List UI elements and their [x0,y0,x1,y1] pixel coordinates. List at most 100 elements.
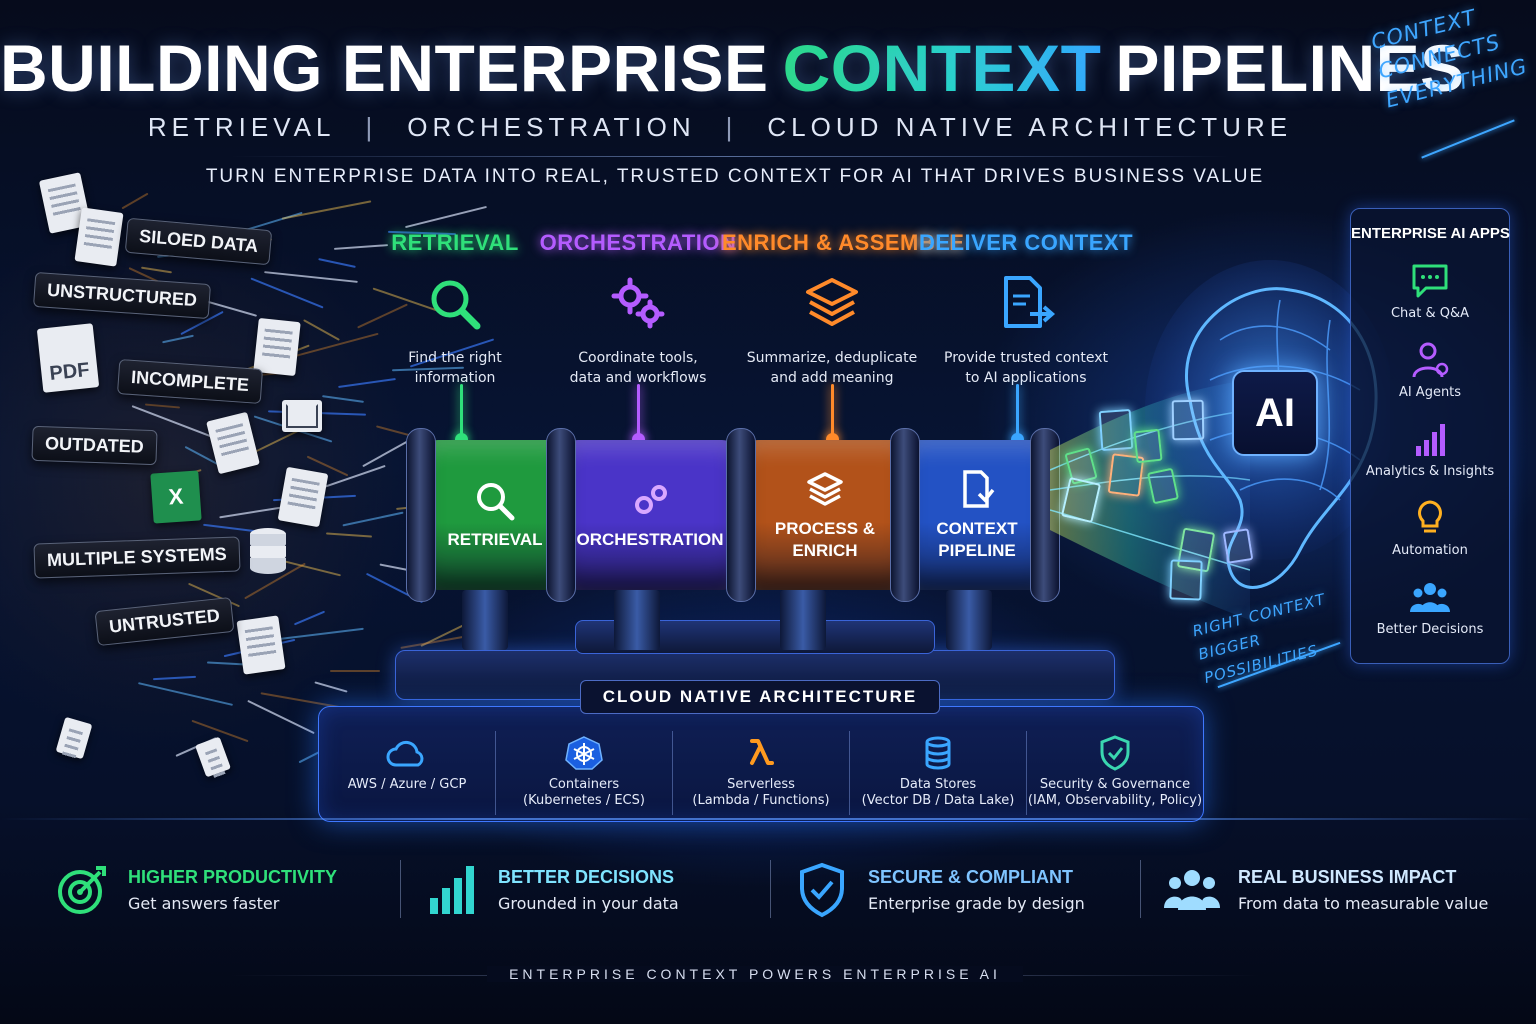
layers-icon [806,278,858,326]
app-better-decisions: Better Decisions [1351,578,1509,637]
pipeline-coupling [406,428,436,602]
data-strand [138,682,233,706]
title-before: BUILDING ENTERPRISE [0,31,769,105]
stage-desc-line: information [414,370,496,386]
stage-orchestration: ORCHESTRATION Coordinate tools,data and … [528,230,748,388]
stage-desc-line: and add meaning [770,370,894,386]
stage-desc-line: Coordinate tools, [578,350,698,366]
database-icon [250,528,286,574]
subtitle-orchestration: ORCHESTRATION [407,112,696,142]
tech-label: Data Stores [899,777,977,792]
tech-serverless: Serverless (Lambda / Functions) [672,731,849,815]
kubernetes-wheel-icon [565,736,603,770]
data-strand [405,205,487,229]
lambda-icon [750,739,774,765]
subtitle-retrieval: RETRIEVAL [147,112,336,142]
gears-icon [611,277,665,329]
tech-label: Security & Governance [1039,777,1191,792]
shield-check-icon [1100,735,1130,771]
data-strand [303,319,340,341]
tech-label: (Kubernetes / ECS) [523,793,645,808]
layers-icon [807,472,843,506]
app-label: Better Decisions [1376,622,1484,637]
benefits-row: HIGHER PRODUCTIVITY Get answers faster B… [30,850,1510,930]
document-icon [253,317,301,377]
data-strand [121,192,149,210]
data-strand [342,511,404,527]
tech-cloud-providers: AWS / Azure / GCP [319,731,495,815]
tagline-divider [230,156,1230,157]
lightbulb-icon [1418,500,1442,533]
app-label: Automation [1392,543,1468,558]
title-after: PIPELINES [1115,31,1465,105]
stage-desc-line: Summarize, deduplicate [746,350,918,366]
pipeline-support-leg [780,590,826,650]
magnifier-icon [477,483,515,521]
subtitle-separator: | [725,112,738,142]
app-chat-qa: Chat & Q&A [1351,262,1509,321]
tech-label: (IAM, Observability, Policy) [1027,793,1203,808]
tag-unstructured: UNSTRUCTURED [32,271,212,320]
benefit-decisions: BETTER DECISIONS Grounded in your data [400,850,770,930]
document-send-icon [1004,276,1056,328]
stage-enrich-assemble: ENRICH & ASSEMBLE Summarize, deduplicate… [722,230,964,388]
target-icon [58,866,106,914]
footer-text: ENTERPRISE CONTEXT POWERS ENTERPRISE AI [487,966,1023,982]
document-icon [194,736,232,778]
pdf-file-icon: PDF [36,323,100,393]
pipeline-coupling [726,428,756,602]
mail-icon [282,400,322,432]
subtitle-separator: | [365,112,378,142]
magnifier-icon [431,280,481,330]
gears-icon [635,485,667,514]
people-group-icon [1164,870,1220,910]
apps-title: ENTERPRISE AI APPS [1351,225,1510,242]
people-group-icon [1410,583,1450,612]
data-strand [325,532,373,538]
enterprise-ai-apps-panel: ENTERPRISE AI APPS Chat & Q&A AI Agents … [1350,208,1510,664]
context-document-icon [1098,408,1134,452]
document-icon [74,207,124,267]
stage-desc-line: to AI applications [965,370,1087,386]
stage-desc-line: Provide trusted context [944,350,1108,366]
tagline: TURN ENTERPRISE DATA INTO REAL, TRUSTED … [205,166,1265,187]
benefit-title: SECURE & COMPLIANT [868,867,1074,887]
data-strand [322,395,364,403]
benefit-secure: SECURE & COMPLIANT Enterprise grade by d… [770,850,1140,930]
stage-connector [1011,384,1024,446]
tag-outdated: OUTDATED [31,425,158,466]
app-automation: Automation [1351,499,1509,558]
data-strand [281,200,372,220]
pipeline-segment-orchestration: ORCHESTRATION [560,440,740,590]
shield-check-icon [800,862,844,918]
stage-title: RETRIEVAL [391,230,519,255]
data-strand [264,271,358,283]
handwritten-note-top: CONTEXT CONNECTS EVERYTHING [1368,0,1536,115]
pipeline-label: PIPELINE [938,541,1016,560]
stage-desc: Summarize, deduplicate and add meaning [722,348,942,388]
spreadsheet-icon: X [150,470,202,524]
pipeline-label: RETRIEVAL [447,530,543,549]
document-send-icon [963,470,995,508]
pipeline-coupling [890,428,920,602]
data-strand [293,610,326,626]
document-icon [55,716,93,760]
app-analytics-insights: Analytics & Insights [1351,420,1509,479]
data-strand [330,670,380,672]
cloud-native-platform: AWS / Azure / GCP Containers (Kubernetes… [318,706,1204,822]
agent-person-icon [1412,342,1449,378]
benefit-subtitle: From data to measurable value [1238,894,1489,913]
pipeline-segment-context: CONTEXT PIPELINE [902,440,1052,590]
context-document-icon [1171,399,1205,441]
pipeline-support-leg [462,590,508,650]
tech-label: Serverless [727,777,795,792]
tech-label: (Vector DB / Data Lake) [861,793,1015,808]
pipeline-label: PROCESS & [774,519,876,538]
benefit-productivity: HIGHER PRODUCTIVITY Get answers faster [30,850,400,930]
tech-data-stores: Data Stores (Vector DB / Data Lake) [849,731,1026,815]
stage-desc-line: data and workflows [569,370,707,386]
title-accent: CONTEXT [782,31,1102,105]
data-strand [141,266,172,274]
